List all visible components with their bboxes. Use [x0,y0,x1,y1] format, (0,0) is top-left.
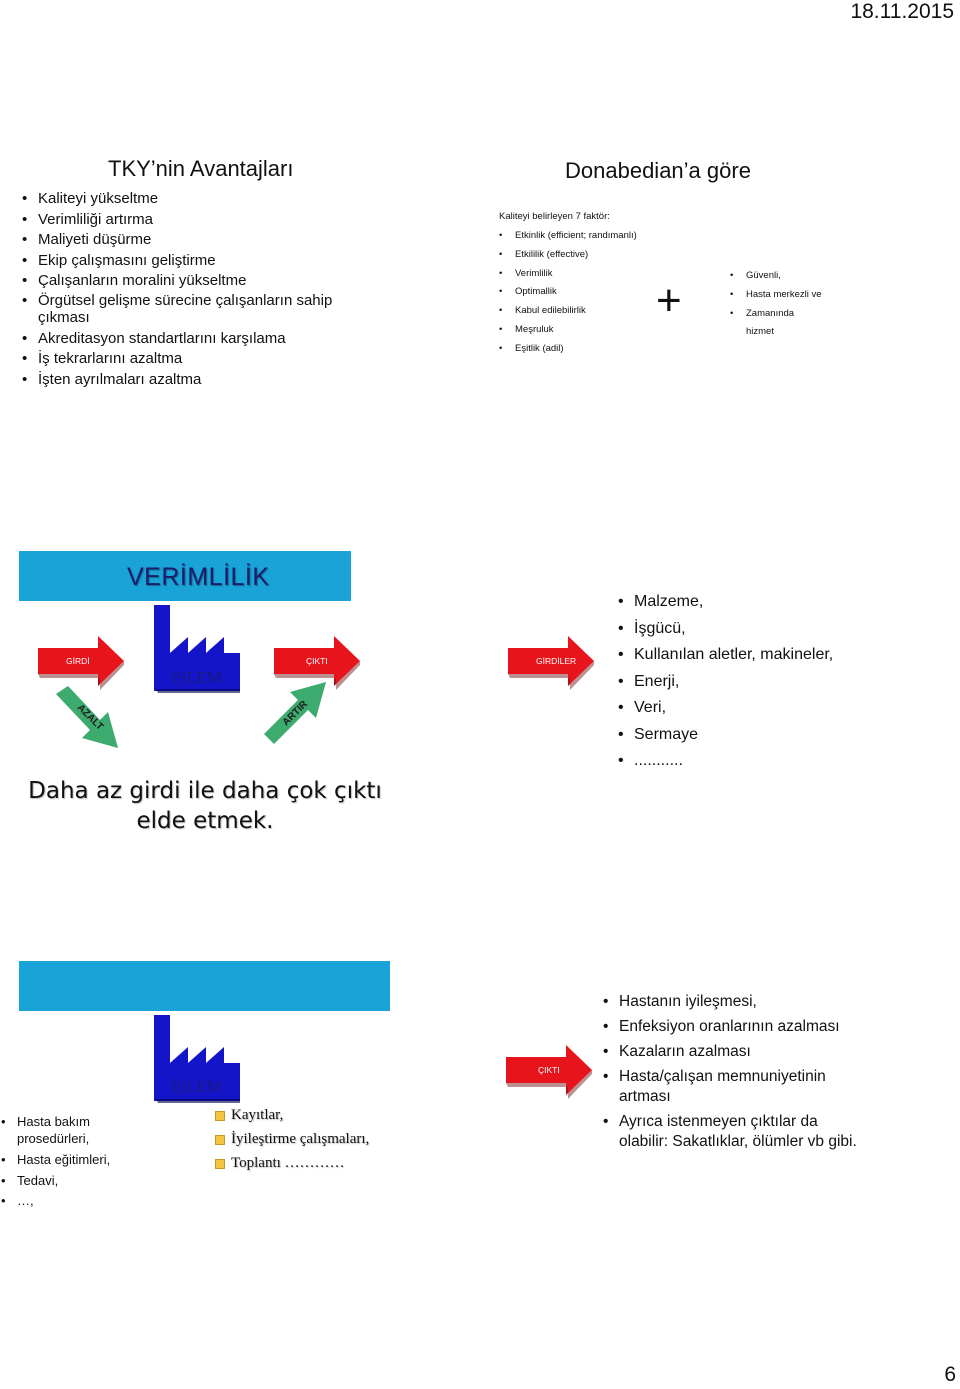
list-item: Hasta/çalışan memnuniyetinin artması [603,1067,868,1107]
cikti-label: ÇIKTI [306,656,328,666]
list-item: Optimallik [499,283,699,302]
list-item: İşten ayrılmaları azaltma [22,370,362,391]
list-item: Hasta eğitimleri, [1,1150,141,1171]
list-item: Tedavi, [1,1171,141,1192]
list-item: Ayrıca istenmeyen çıktılar da olabilir: … [603,1112,868,1152]
list-item: Kayıtlar, [215,1103,415,1127]
list-item: Malzeme, [618,589,918,616]
girdiler-list: Malzeme, İşgücü, Kullanılan aletler, mak… [618,589,918,775]
list-item: Örgütsel gelişme sürecine çalışanların s… [22,292,362,329]
list-item: Hasta bakım prosedürleri, [1,1113,141,1150]
tky-title: TKY’nin Avantajları [108,156,294,181]
motto-line-1: Daha az girdi ile daha çok çıktı [28,778,382,804]
list-item: Etkililik (effective) [499,246,699,265]
list-item: Veri, [618,695,918,722]
factory-icon [154,1015,240,1103]
verimlilik-title: VERİMLİLİK [127,563,270,591]
list-item: Etkinlik (efficient; randımanlı) [499,227,699,246]
donabedian-factors-list: Etkinlik (efficient; randımanlı) Etkilil… [499,227,699,359]
donabedian-extra-list: Güvenli, Hasta merkezli ve Zamanında hiz… [730,267,860,342]
list-item: Enerji, [618,669,918,696]
process-banner [19,961,390,1011]
list-item: Meşruluk [499,321,699,340]
motto-line-2: elde etmek. [136,808,274,834]
list-item: Zamanında [730,305,860,324]
list-item: Toplantı ………… [215,1151,415,1175]
list-item: İyileştirme çalışmaları, [215,1127,415,1151]
islem-items-list: Kayıtlar, İyileştirme çalışmaları, Topla… [215,1103,415,1175]
azalt-arrow [56,686,118,748]
cikti-items-list: Hastanın iyileşmesi, Enfeksiyon oranları… [603,992,868,1152]
list-item: Çalışanların moralini yükseltme [22,271,362,292]
girdi-arrow [38,636,124,690]
list-item: Kazaların azalması [603,1042,868,1062]
list-item: Hastanın iyileşmesi, [603,992,868,1012]
list-item: Sermaye [618,722,918,749]
list-item: Kabul edilebilirlik [499,302,699,321]
islem-label: İŞLEM [171,668,222,687]
list-item: Ekip çalışmasını geliştirme [22,251,362,272]
motto-text: Daha az girdi ile daha çok çıktı elde et… [10,776,400,836]
header-date: 18.11.2015 [850,0,954,23]
list-item: Kaliteyi yükseltme [22,189,362,210]
list-item: Hasta merkezli ve [730,286,860,305]
list-item: Maliyeti düşürme [22,230,362,251]
list-item: Verimlilik [499,265,699,284]
cikti-label: ÇIKTI [538,1065,560,1075]
list-item: Verimliliği artırma [22,210,362,231]
list-item: hizmet [746,326,774,338]
verimlilik-banner [19,551,351,601]
cikti-arrow [506,1045,592,1099]
list-item: Enfeksiyon oranlarının azalması [603,1017,868,1037]
artir-arrow [264,682,326,744]
girdiler-arrow [508,636,594,690]
donabedian-title: Donabedian’a göre [565,158,751,183]
plus-sign: + [656,276,682,325]
list-item: ........... [618,748,918,775]
girdi-label: GİRDİ [66,656,90,666]
list-item: …, [1,1191,141,1212]
list-item: İşgücü, [618,616,918,643]
list-item: Eşitlik (adil) [499,340,699,359]
cikti-arrow [274,636,360,690]
list-item: Akreditasyon standartlarını karşılama [22,329,362,350]
donabedian-intro: Kaliteyi belirleyen 7 faktör: [499,211,610,222]
page-number: 6 [944,1363,956,1386]
list-item: İş tekrarlarını azaltma [22,349,362,370]
girdi-items-list: Hasta bakım prosedürleri, Hasta eğitimle… [1,1113,141,1212]
islem-label: İŞLEM [171,1077,222,1096]
tky-advantages-list: Kaliteyi yükseltme Verimliliği artırma M… [22,189,362,390]
girdiler-label: GİRDİLER [536,656,577,666]
list-item: Kullanılan aletler, makineler, [618,642,918,669]
list-item: Güvenli, [730,267,860,286]
factory-icon [154,605,240,693]
